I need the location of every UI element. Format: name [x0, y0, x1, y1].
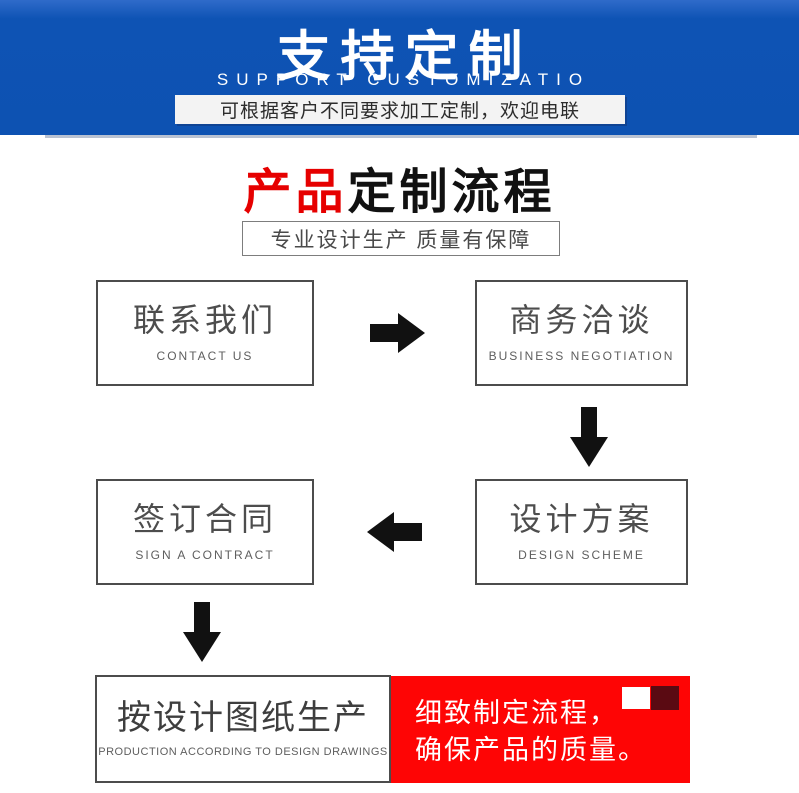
- step-caption: DESIGN SCHEME: [518, 548, 645, 562]
- arrow-head: [367, 512, 394, 552]
- flow-step-business-negotiation: 商务洽谈 BUSINESS NEGOTIATION: [475, 280, 688, 386]
- step-title: 设计方案: [509, 501, 654, 537]
- step-caption: CONTACT US: [156, 349, 254, 363]
- arrow-down-icon: [570, 407, 608, 467]
- arrow-down-icon: [183, 602, 221, 662]
- arrow-head: [398, 313, 425, 353]
- banner-shadow: [45, 135, 757, 138]
- section-title-accent: 产品: [243, 166, 348, 219]
- step-title: 商务洽谈: [509, 302, 654, 338]
- callout-line-1: 细致制定流程，: [415, 698, 618, 728]
- arrow-tail: [581, 407, 597, 439]
- flow-step-contact-us: 联系我们 CONTACT US: [96, 280, 314, 386]
- step-caption: BUSINESS NEGOTIATION: [488, 349, 675, 363]
- quality-callout: 细致制定流程， 确保产品的质量。: [391, 676, 690, 783]
- flow-step-production: 按设计图纸生产 PRODUCTION ACCORDING TO DESIGN D…: [95, 675, 391, 783]
- arrow-left-icon: [367, 512, 422, 552]
- step-title: 联系我们: [132, 302, 277, 338]
- section-title-rest: 定制流程: [347, 166, 556, 219]
- flow-step-design-scheme: 设计方案 DESIGN SCHEME: [475, 479, 688, 585]
- banner-subtitle: SUPPORT CUSTOMIZATIO: [216, 70, 591, 89]
- banner-title: 支持定制: [276, 27, 533, 87]
- banner-notice: 可根据客户不同要求加工定制，欢迎电联: [175, 95, 625, 124]
- step-title: 按设计图纸生产: [117, 698, 369, 737]
- arrow-right-icon: [370, 313, 425, 353]
- arrow-tail: [370, 324, 400, 342]
- banner: 支持定制 SUPPORT CUSTOMIZATIO 可根据客户不同要求加工定制，…: [0, 0, 799, 135]
- decor-square-dark: [651, 686, 679, 710]
- arrow-head: [570, 437, 608, 467]
- callout-line-2: 确保产品的质量。: [415, 735, 647, 765]
- arrow-head: [183, 632, 221, 662]
- arrow-tail: [392, 523, 422, 541]
- step-caption: PRODUCTION ACCORDING TO DESIGN DRAWINGS: [98, 745, 388, 758]
- step-caption: SIGN A CONTRACT: [135, 548, 275, 562]
- flow-step-sign-contract: 签订合同 SIGN A CONTRACT: [96, 479, 314, 585]
- section-title: 产品定制流程: [0, 152, 799, 222]
- step-title: 签订合同: [132, 501, 277, 537]
- decor-square-white: [622, 687, 650, 709]
- tagline-box: 专业设计生产 质量有保障: [242, 221, 560, 256]
- arrow-tail: [194, 602, 210, 634]
